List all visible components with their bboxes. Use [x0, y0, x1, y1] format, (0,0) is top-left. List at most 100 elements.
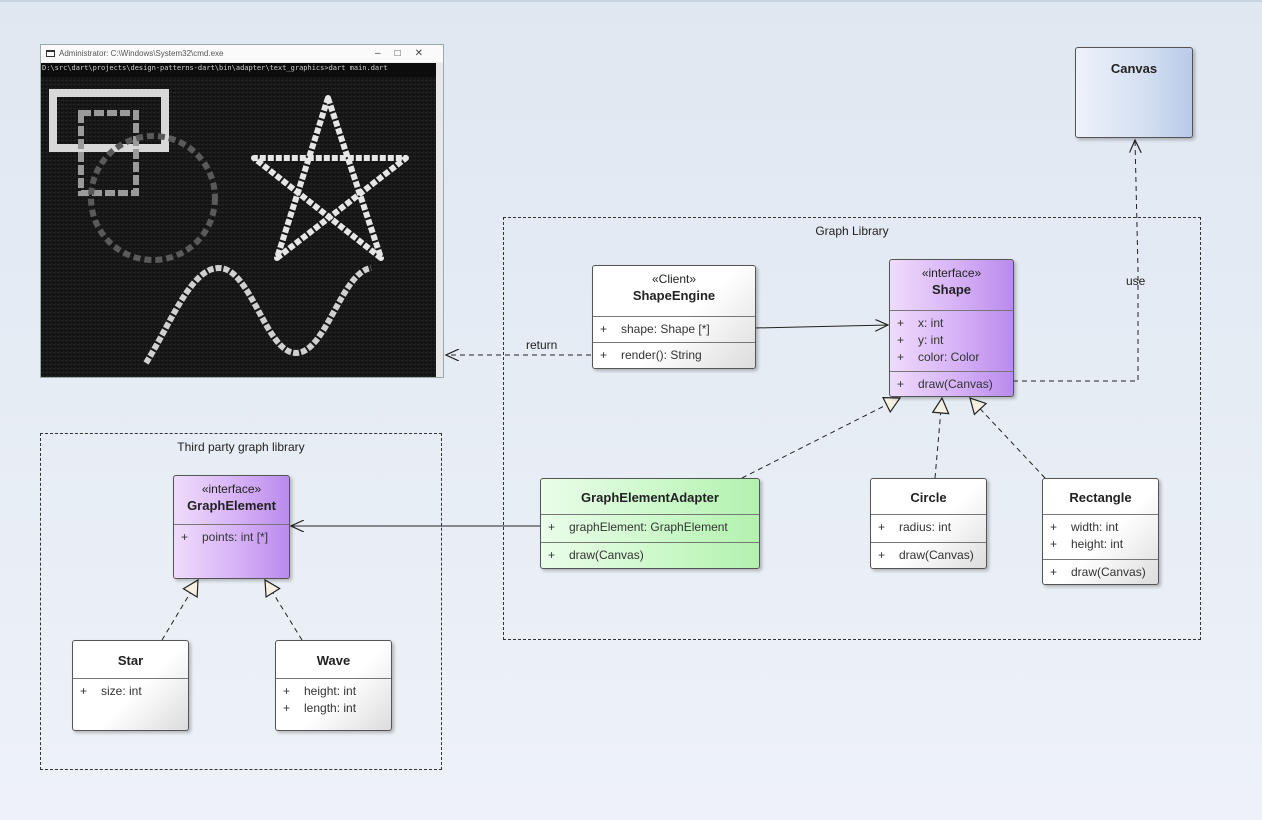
graph-library-title: Graph Library — [815, 224, 889, 238]
visibility: + — [897, 377, 905, 391]
class-shape[interactable]: «interface» Shape + x: int + y: int +color… — [889, 259, 1014, 397]
attribute-text: shape: Shape [*] — [621, 322, 710, 336]
class-name: GraphElementAdapter — [581, 490, 719, 505]
console-caption: Administrator: C:\Windows\System32\cmd.e… — [59, 49, 224, 58]
visibility: + — [897, 350, 905, 364]
ascii-rectangle — [49, 89, 169, 152]
shape-engine-header: «Client» ShapeEngine — [593, 266, 755, 316]
class-rectangle[interactable]: Rectangle +width: int +height: int +draw… — [1042, 478, 1159, 585]
stereotype: «interface» — [201, 482, 262, 496]
third-party-title: Third party graph library — [177, 440, 305, 454]
canvas-header: Canvas — [1076, 48, 1192, 77]
attribute-row: + shape: Shape [*] — [600, 321, 747, 338]
class-circle[interactable]: Circle + radius: int + draw(Canvas) — [870, 478, 987, 569]
top-border — [0, 0, 1262, 2]
third-party-frame: Third party graph library — [40, 433, 442, 770]
visibility: + — [283, 701, 291, 715]
attribute-text: size: int — [101, 684, 142, 698]
class-name: Wave — [316, 653, 351, 668]
attribute-row: +height: int — [283, 683, 383, 700]
visibility: + — [897, 316, 905, 330]
operations-section: +draw(Canvas) — [890, 371, 1013, 396]
console-window: Administrator: C:\Windows\System32\cmd.e… — [40, 44, 444, 378]
attribute-row: + size: int — [80, 683, 180, 700]
ascii-graphics — [41, 77, 437, 377]
attribute-text: height: int — [304, 684, 357, 698]
operations-section: +draw(Canvas) — [1043, 559, 1158, 584]
operation-text: draw(Canvas) — [1071, 565, 1146, 579]
visibility: + — [1050, 520, 1058, 534]
close-icon[interactable]: ✕ — [414, 48, 437, 59]
attributes-section: +points: int [*] — [174, 524, 289, 549]
visibility: + — [181, 530, 189, 544]
attribute-row: +points: int [*] — [181, 529, 281, 546]
operation-text: draw(Canvas) — [899, 548, 974, 562]
attribute-text: graphElement: GraphElement — [569, 520, 728, 534]
visibility: + — [878, 548, 886, 562]
operations-section: + render(): String — [593, 342, 755, 367]
visibility: + — [897, 333, 905, 347]
operation-text: draw(Canvas) — [569, 548, 644, 562]
attribute-row: +color: Color — [897, 349, 1005, 366]
stereotype: «interface» — [921, 266, 982, 280]
ascii-wave — [143, 264, 372, 365]
class-star[interactable]: Star + size: int — [72, 640, 189, 731]
attributes-section: +width: int +height: int — [1043, 514, 1158, 559]
console-scrollbar[interactable] — [436, 63, 443, 377]
class-name: Circle — [910, 490, 947, 505]
attribute-text: radius: int — [899, 520, 952, 534]
visibility: + — [80, 684, 88, 698]
console-titlebar: Administrator: C:\Windows\System32\cmd.e… — [41, 45, 443, 62]
use-label: use — [1126, 274, 1146, 288]
attributes-section: + size: int — [73, 678, 188, 703]
console-texture — [41, 77, 437, 377]
visibility: + — [600, 348, 608, 362]
visibility: + — [548, 520, 556, 534]
attribute-text: length: int — [304, 701, 357, 715]
visibility: + — [878, 520, 886, 534]
operation-text: render(): String — [621, 348, 702, 362]
attributes-section: + shape: Shape [*] — [593, 316, 755, 342]
ascii-circle — [88, 133, 218, 263]
stereotype: «Client» — [651, 272, 697, 286]
operation-row: +draw(Canvas) — [897, 376, 1005, 393]
class-wave[interactable]: Wave +height: int + length: int — [275, 640, 392, 731]
operation-row: +draw(Canvas) — [1050, 564, 1150, 581]
graph-library-frame: Graph Library — [503, 217, 1201, 640]
console-command-line: D:\src\dart\projects\design-patterns-dar… — [42, 64, 388, 72]
class-shape-engine[interactable]: «Client» ShapeEngine + shape: Shape [*] +… — [592, 265, 756, 369]
adapter-header: GraphElementAdapter — [541, 479, 759, 514]
graph-element-header: «interface» GraphElement — [174, 476, 289, 524]
visibility: + — [548, 548, 556, 562]
class-name: Rectangle — [1069, 490, 1132, 505]
star-header: Star — [73, 641, 188, 678]
class-name: Shape — [931, 282, 971, 297]
class-graph-element[interactable]: «interface» GraphElement +points: int [*… — [173, 475, 290, 579]
attribute-text: width: int — [1071, 520, 1119, 534]
operations-section: + draw(Canvas) — [871, 542, 986, 567]
attributes-section: + x: int + y: int +color: Color — [890, 310, 1013, 371]
console-output: D:\src\dart\projects\design-patterns-dar… — [41, 63, 437, 377]
class-name: Canvas — [1110, 61, 1158, 76]
attribute-row: + radius: int — [878, 519, 978, 536]
class-canvas[interactable]: Canvas — [1075, 47, 1193, 138]
attribute-text: x: int — [918, 316, 944, 330]
attribute-row: + graphElement: GraphElement — [548, 519, 751, 536]
wave-header: Wave — [276, 641, 391, 678]
class-name: GraphElement — [187, 498, 276, 513]
minimize-icon[interactable]: – — [375, 48, 395, 59]
attribute-row: + length: int — [283, 700, 383, 717]
class-graph-element-adapter[interactable]: GraphElementAdapter + graphElement: Graph… — [540, 478, 760, 569]
rectangle-header: Rectangle — [1043, 479, 1158, 514]
operation-row: + draw(Canvas) — [878, 547, 978, 564]
return-label: return — [526, 338, 558, 352]
circle-header: Circle — [871, 479, 986, 514]
attributes-section: + radius: int — [871, 514, 986, 542]
class-name: ShapeEngine — [632, 288, 716, 303]
attribute-row: + x: int — [897, 315, 1005, 332]
maximize-icon[interactable]: □ — [394, 48, 415, 59]
attribute-text: y: int — [918, 333, 944, 347]
attributes-section: +height: int + length: int — [276, 678, 391, 720]
attribute-text: height: int — [1071, 537, 1124, 551]
visibility: + — [600, 322, 608, 336]
